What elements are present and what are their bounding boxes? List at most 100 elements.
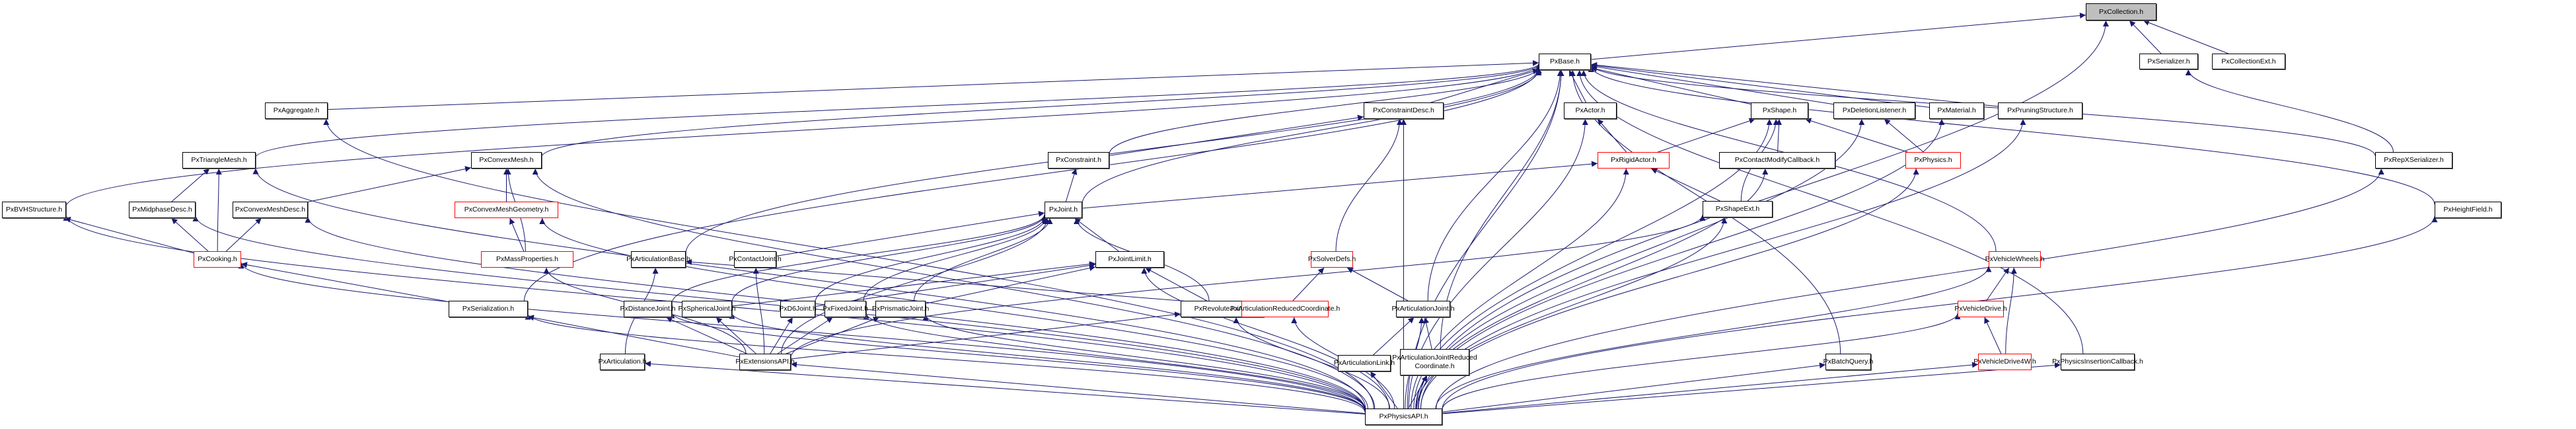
node-px-constraint[interactable]: PxConstraint.h bbox=[1048, 152, 1109, 169]
node-px-mass-properties[interactable]: PxMassProperties.h bbox=[481, 251, 573, 268]
edge-PxVehicleDrive4W-to-PxVehicleDrive bbox=[1984, 317, 2002, 354]
node-px-convex-mesh-geometry[interactable]: PxConvexMeshGeometry.h bbox=[455, 202, 558, 218]
edge-PxArticulationJointReducedCoordinate-to-PxArticulationJoint bbox=[1423, 317, 1432, 350]
edge-PxDistanceJoint-to-PxJoint bbox=[671, 214, 1048, 303]
edge-PxConstraint-to-PxConstraintDesc bbox=[1109, 114, 1364, 156]
node-px-vehicle-wheels[interactable]: PxVehicleWheels.h bbox=[1985, 251, 2044, 268]
node-px-extensions-api[interactable]: PxExtensionsAPI.h bbox=[735, 354, 795, 370]
edge-PxArticulationJoint-to-PxBase bbox=[1427, 69, 1563, 301]
node-px-vehicle-drive[interactable]: PxVehicleDrive.h bbox=[1954, 301, 2007, 317]
edge-PxPhysicsAPI-to-PxJointLimit bbox=[1141, 267, 1390, 409]
edge-PxContactModifyCallback-to-PxShape bbox=[1776, 118, 1782, 153]
node-px-physics[interactable]: PxPhysics.h bbox=[1905, 152, 1961, 169]
edge-PxPhysicsAPI-to-PxRepXSerializer bbox=[1436, 168, 2384, 409]
node-px-d6joint[interactable]: PxD6Joint.h bbox=[779, 301, 817, 317]
node-px-batch-query[interactable]: PxBatchQuery.h bbox=[1823, 354, 1873, 370]
node-px-triangle-mesh[interactable]: PxTriangleMesh.h bbox=[182, 152, 256, 169]
edge-PxJointLimit-to-PxJoint bbox=[1074, 217, 1119, 252]
edge-PxRepXSerializer-to-PxSerializer bbox=[2185, 69, 2394, 153]
node-px-midphase-desc[interactable]: PxMidphaseDesc.h bbox=[129, 202, 196, 218]
edge-PxPhysicsAPI-to-PxVehicleWheels bbox=[1435, 266, 1992, 409]
edge-PxActor-to-PxBase bbox=[1568, 69, 1586, 103]
edge-PxShape-to-PxBase bbox=[1590, 66, 1751, 105]
node-px-pruning-structure[interactable]: PxPruningStructure.h bbox=[1998, 102, 2082, 119]
node-px-serializer[interactable]: PxSerializer.h bbox=[2139, 54, 2198, 69]
node-px-fixed-joint[interactable]: PxFixedJoint.h bbox=[823, 301, 868, 317]
node-px-shape-ext[interactable]: PxShapeExt.h bbox=[1703, 201, 1773, 217]
edge-PxTriangleMesh-to-PxBase bbox=[255, 63, 1542, 158]
node-px-joint[interactable]: PxJoint.h bbox=[1045, 202, 1082, 218]
node-px-collection-ext[interactable]: PxCollectionExt.h bbox=[2212, 54, 2285, 69]
node-px-shape[interactable]: PxShape.h bbox=[1751, 102, 1808, 119]
edge-PxExtensionsAPI-to-PxShapeExt bbox=[790, 214, 1706, 358]
node-px-actor[interactable]: PxActor.h bbox=[1564, 102, 1617, 119]
edge-PxBVHStructure-to-PxBase bbox=[65, 64, 1542, 207]
node-px-vehicle-drive4w[interactable]: PxVehicleDrive4W.h bbox=[1973, 354, 2036, 370]
node-px-articulation-joint[interactable]: PxArticulationJoint.h bbox=[1391, 301, 1455, 317]
node-px-material[interactable]: PxMaterial.h bbox=[1929, 102, 1984, 119]
edge-PxPhysicsAPI-to-PxCooking bbox=[238, 262, 1366, 412]
node-px-aggregate[interactable]: PxAggregate.h bbox=[265, 102, 328, 119]
node-px-articulation-link[interactable]: PxArticulationLink.h bbox=[1334, 355, 1395, 371]
node-px-convex-mesh-desc[interactable]: PxConvexMeshDesc.h bbox=[233, 202, 308, 218]
edge-PxExtensionsAPI-to-PxRevoluteJoint bbox=[790, 311, 1181, 360]
edge-PxPhysicsAPI-to-PxCollection bbox=[1418, 20, 2109, 409]
edge-PxExtensionsAPI-to-PxSphericalJoint bbox=[716, 317, 756, 354]
node-px-articulation-base[interactable]: PxArticulationBase.h bbox=[626, 251, 690, 268]
edge-PxPhysicsAPI-to-PxConvexMeshGeometry bbox=[539, 217, 1368, 409]
edge-PxCollectionExt-to-PxCollection bbox=[2143, 20, 2228, 54]
node-px-prismatic-joint[interactable]: PxPrismaticJoint.h bbox=[872, 301, 929, 317]
node-px-cooking[interactable]: PxCooking.h bbox=[194, 251, 241, 268]
edge-PxConvexMesh-to-PxBase bbox=[541, 64, 1542, 157]
node-px-constraint-desc[interactable]: PxConstraintDesc.h bbox=[1364, 102, 1444, 119]
node-px-serialization[interactable]: PxSerialization.h bbox=[449, 301, 528, 317]
edge-PxSerialization-to-PxBase bbox=[523, 67, 1542, 301]
node-px-base[interactable]: PxBase.h bbox=[1539, 54, 1591, 70]
node-px-solver-defs[interactable]: PxSolverDefs.h bbox=[1308, 251, 1356, 268]
node-px-joint-limit[interactable]: PxJointLimit.h bbox=[1095, 251, 1164, 268]
edge-PxPhysicsAPI-to-PxBase bbox=[1407, 69, 1564, 409]
node-px-distance-joint[interactable]: PxDistanceJoint.h bbox=[620, 301, 676, 317]
edge-PxContactJoint-to-PxJoint bbox=[776, 211, 1045, 256]
node-px-rigid-actor[interactable]: PxRigidActor.h bbox=[1598, 152, 1670, 169]
edge-PxPhysicsAPI-to-PxVehicleDrive bbox=[1442, 313, 1961, 410]
edge-PxD6Joint-to-PxJointLimit bbox=[815, 262, 1096, 307]
node-px-rep-xserializer[interactable]: PxRepXSerializer.h bbox=[2375, 152, 2452, 169]
node-px-articulation-joint-reduced-coordinate[interactable]: PxArticulationJointReduced Coordinate.h bbox=[1392, 349, 1477, 375]
node-px-height-field[interactable]: PxHeightField.h bbox=[2435, 202, 2501, 218]
edge-PxRigidActor-to-PxShape bbox=[1658, 118, 1755, 153]
edge-PxArticulationReducedCoordinate-to-PxSolverDefs bbox=[1292, 267, 1325, 301]
edge-PxPhysicsAPI-to-PxBatchQuery bbox=[1442, 362, 1826, 412]
node-px-bvhstructure[interactable]: PxBVHStructure.h bbox=[2, 202, 66, 218]
node-px-articulation[interactable]: PxArticulation.h bbox=[599, 354, 646, 370]
node-px-convex-mesh[interactable]: PxConvexMesh.h bbox=[471, 152, 542, 169]
node-px-contact-modify-callback[interactable]: PxContactModifyCallback.h bbox=[1719, 152, 1835, 169]
edge-PxExtensionsAPI-to-PxDistanceJoint bbox=[666, 317, 747, 354]
edge-PxD6Joint-to-PxJoint bbox=[815, 217, 1048, 303]
edge-PxPhysicsAPI-to-PxTriangleMesh bbox=[252, 168, 1366, 409]
node-px-spherical-joint[interactable]: PxSphericalJoint.h bbox=[679, 301, 735, 317]
edge-PxArticulationJointReducedCoordinate-to-PxBase bbox=[1440, 69, 1564, 350]
edge-PxPhysicsAPI-to-PxRevoluteJoint bbox=[1233, 317, 1390, 409]
node-px-physics-api[interactable]: PxPhysicsAPI.h bbox=[1365, 409, 1442, 425]
node-px-physics-insertion-callback[interactable]: PxPhysicsInsertionCallback.h bbox=[2052, 354, 2143, 370]
edge-PxSphericalJoint-to-PxJointLimit bbox=[731, 261, 1096, 307]
edge-PxExtensionsAPI-to-PxSerialization bbox=[527, 315, 740, 358]
edge-PxVehicleDrive-to-PxVehicleWheels bbox=[1986, 267, 2010, 301]
edge-PxBase-to-PxCollection bbox=[1590, 13, 2086, 60]
edge-PxPrismaticJoint-to-PxJoint bbox=[914, 217, 1053, 301]
edge-PxPhysicsAPI-to-PxHeightField bbox=[1442, 216, 2438, 410]
edge-PxCooking-to-PxMidphaseDesc bbox=[171, 217, 209, 252]
edge-PxMidphaseDesc-to-PxTriangleMesh bbox=[171, 168, 210, 202]
edge-PxPhysicsAPI-to-PxAggregate bbox=[323, 118, 1374, 409]
edge-PxMaterial-to-PxBase bbox=[1590, 63, 1930, 108]
edge-PxPhysicsAPI-to-PxPhysicsInsertionCallback bbox=[1442, 362, 2061, 414]
edge-PxArticulationReducedCoordinate-to-PxArticulationBase bbox=[685, 259, 1242, 306]
node-px-deletion-listener[interactable]: PxDeletionListener.h bbox=[1833, 102, 1915, 119]
node-px-articulation-reduced-coordinate[interactable]: PxArticulationReducedCoordinate.h bbox=[1230, 301, 1340, 317]
node-px-contact-joint[interactable]: PxContactJoint.h bbox=[729, 251, 782, 268]
edge-PxPhysics-to-PxDeletionListener bbox=[1884, 118, 1924, 153]
edge-PxSerializer-to-PxCollection bbox=[2129, 20, 2162, 54]
edge-PxPhysicsAPI-to-PxArticulation bbox=[644, 361, 1366, 414]
